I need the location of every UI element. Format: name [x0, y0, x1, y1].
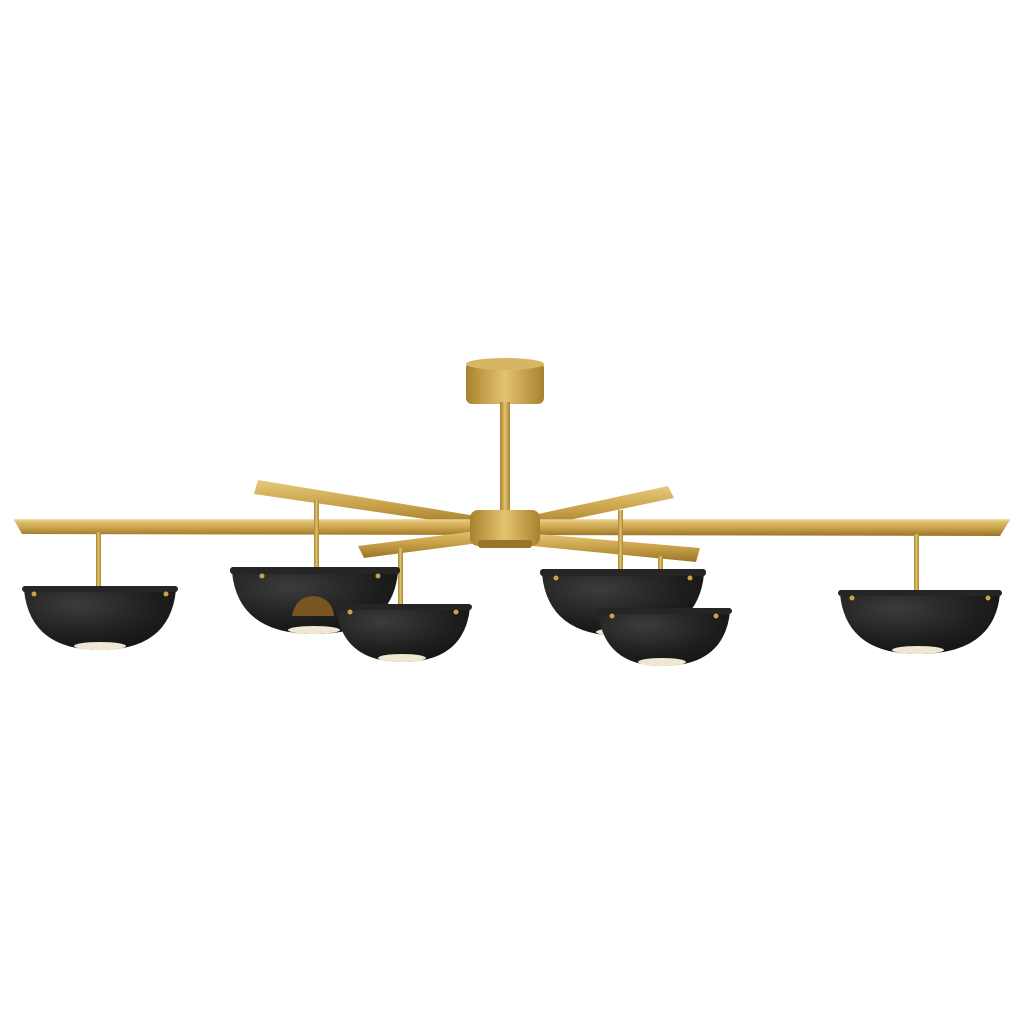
rim-screws	[31, 573, 991, 619]
downrod	[500, 402, 510, 514]
shade-6	[838, 590, 1002, 654]
front-arms	[358, 528, 700, 562]
ceiling-canopy	[466, 358, 544, 404]
center-hub	[470, 510, 540, 548]
shade-3	[334, 604, 472, 662]
shade-1	[22, 586, 178, 650]
shade-5	[596, 608, 732, 666]
